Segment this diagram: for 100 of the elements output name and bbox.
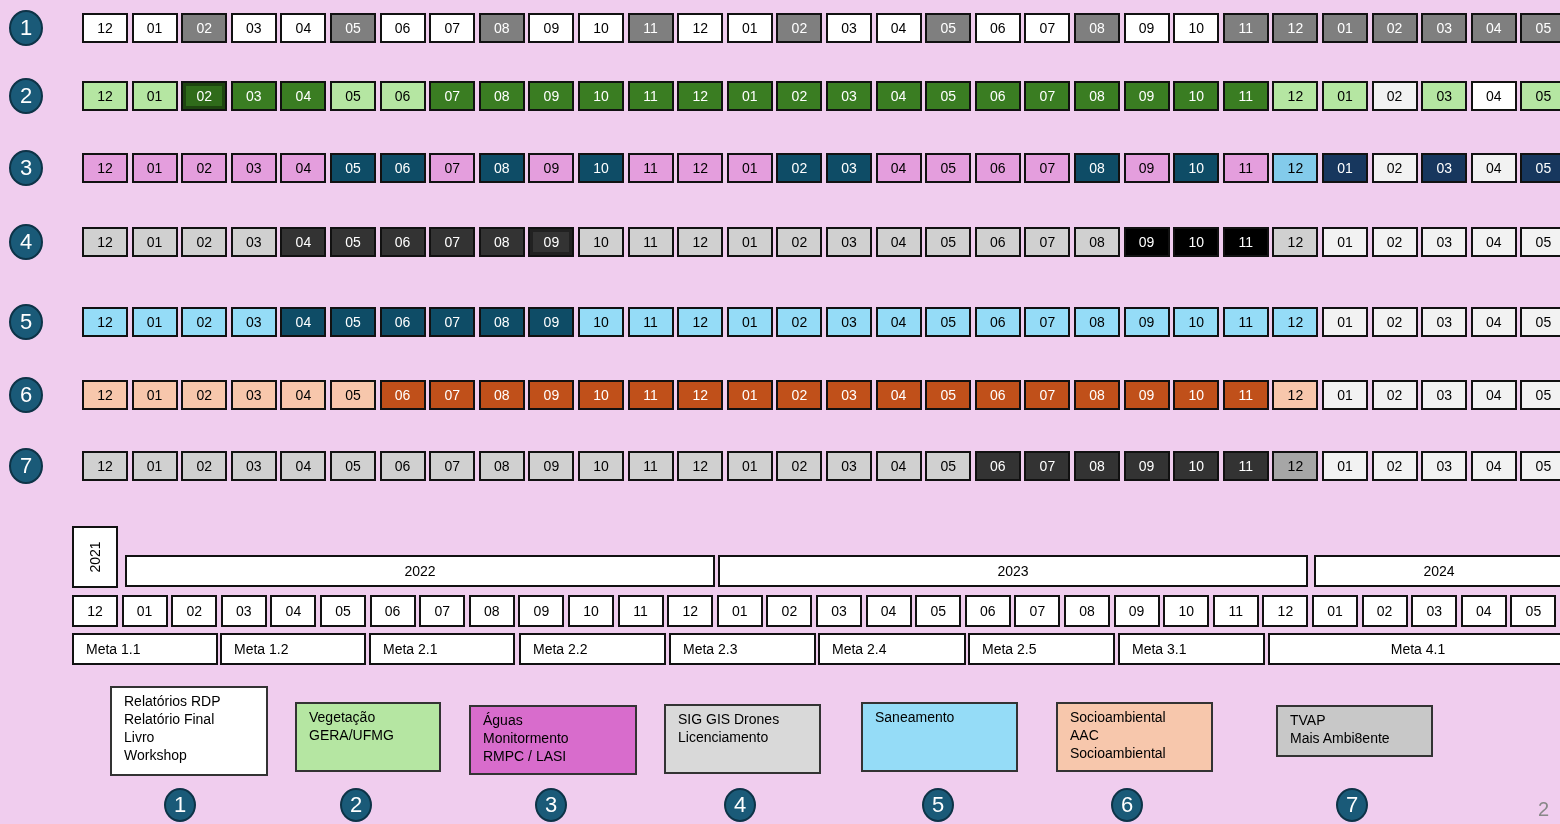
month-cell: 11 [627,13,674,43]
month-cell: 08 [478,380,525,410]
month-cell: 02 [1371,451,1418,481]
month-cell: 04 [1470,227,1517,257]
month-cell: 10 [1163,595,1210,627]
month-cell: 07 [429,451,476,481]
legend-text: Mais Ambi8ente [1290,729,1391,747]
month-cell: 12 [677,307,724,337]
month-cell: 04 [1470,380,1517,410]
month-cell: 07 [419,595,466,627]
month-cell: 03 [826,227,872,257]
month-cell: 03 [826,81,872,111]
month-cell: 04 [1470,307,1517,337]
month-cell: 12 [82,380,128,410]
month-cell: 09 [518,595,565,627]
month-cell: 03 [816,595,862,627]
month-cell: 11 [1222,227,1269,257]
month-cell: 09 [1123,307,1170,337]
number-badge: 2 [340,788,372,822]
month-cell: 06 [974,13,1021,43]
month-cell: 04 [875,81,922,111]
month-cell: 08 [478,227,525,257]
month-cell: 04 [865,595,912,627]
month-cell: 06 [974,307,1021,337]
month-cell: 09 [1123,153,1170,183]
month-cell: 07 [429,227,476,257]
month-cell: 09 [1123,451,1170,481]
number-badge: 4 [9,224,43,260]
month-cell: 12 [1262,595,1309,627]
month-cell: 02 [181,13,228,43]
month-cell: 05 [1520,307,1560,337]
month-cell: 12 [82,13,128,43]
month-cell: 09 [528,451,575,481]
month-cell: 07 [1024,153,1071,183]
month-cell: 04 [875,153,922,183]
legend-box [1056,702,1213,772]
month-cell: 01 [726,380,773,410]
month-cell: 01 [1322,451,1368,481]
month-cell: 11 [1222,81,1269,111]
month-cell: 08 [478,81,525,111]
legend-text: Saneamento [875,708,956,726]
month-cell: 01 [726,227,773,257]
month-cell: 12 [1272,227,1319,257]
month-cell: 01 [716,595,763,627]
month-cell: 11 [627,81,674,111]
month-cell: 04 [1460,595,1507,627]
month-cell: 11 [1222,13,1269,43]
legend-text: Livro [124,728,156,746]
legend-text: Águas [483,711,524,729]
month-cell: 10 [578,227,624,257]
month-cell: 02 [776,227,823,257]
month-cell: 08 [478,307,525,337]
month-cell: 06 [974,227,1021,257]
month-cell: 01 [131,227,178,257]
goal-cell: Meta 4.1 [1268,633,1560,665]
number-badge: 3 [9,150,43,186]
month-cell: 07 [1024,307,1071,337]
month-cell: 03 [1421,153,1468,183]
month-cell: 07 [429,380,476,410]
month-cell: 05 [925,307,972,337]
legend-box [1276,705,1433,757]
goal-cell: Meta 2.2 [519,633,666,665]
month-cell: 09 [528,81,575,111]
month-cell: 10 [578,13,624,43]
month-cell: 04 [280,227,327,257]
month-cell: 04 [875,307,922,337]
month-cell: 12 [677,13,724,43]
month-cell: 12 [667,595,714,627]
legend-text: Relatório Final [124,710,216,728]
month-cell: 01 [131,451,178,481]
month-cell: 05 [330,13,376,43]
month-cell: 02 [181,451,228,481]
month-cell: 08 [478,451,525,481]
month-cell: 02 [1371,13,1418,43]
month-cell: 05 [925,13,972,43]
month-cell: 06 [974,380,1021,410]
month-cell: 01 [131,380,178,410]
month-cell: 03 [220,595,267,627]
month-cell: 08 [1074,380,1120,410]
month-cell: 12 [677,153,724,183]
number-badge: 2 [9,78,43,114]
number-badge: 7 [9,448,43,484]
month-cell: 04 [1470,81,1517,111]
month-cell: 03 [826,13,872,43]
month-cell: 08 [1074,451,1120,481]
month-cell: 03 [230,380,277,410]
month-cell: 01 [131,153,178,183]
month-cell: 02 [776,13,823,43]
month-cell: 01 [1322,81,1368,111]
month-cell: 03 [230,153,277,183]
month-cell: 11 [627,307,674,337]
month-cell: 01 [726,81,773,111]
month-cell: 01 [131,81,178,111]
month-cell: 10 [1173,153,1220,183]
number-badge: 7 [1336,788,1368,822]
month-cell: 01 [726,13,773,43]
month-cell: 04 [280,380,327,410]
number-badge: 1 [164,788,196,822]
legend-box [861,702,1018,772]
month-cell: 08 [1074,227,1120,257]
